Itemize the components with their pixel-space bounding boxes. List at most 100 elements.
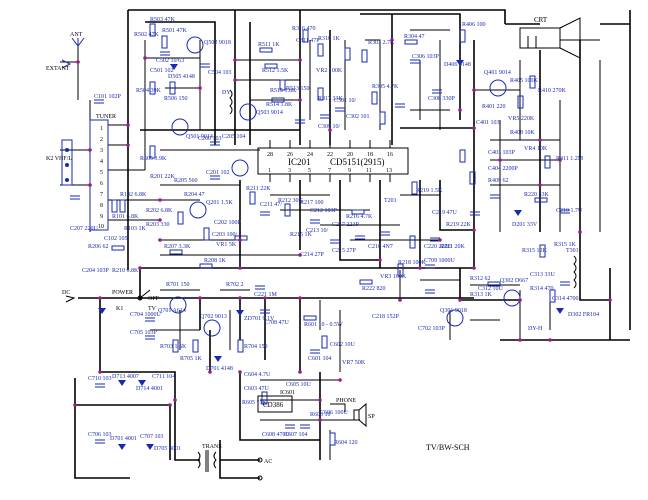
pin-label: 18 <box>367 152 373 158</box>
component-label: T301 <box>566 248 579 254</box>
component-label: D713 4007 <box>112 374 139 380</box>
component-label: R503 47K <box>150 17 176 23</box>
tuner-pin-label: 10 <box>98 224 104 230</box>
component-label: R219 1.5K <box>416 188 443 194</box>
component-label: C308 330P <box>428 96 456 102</box>
phone-label: PHONE <box>336 398 356 404</box>
pin-label: 11 <box>366 168 372 174</box>
pin-label: 16 <box>387 152 393 158</box>
pin-label: 3 <box>288 168 291 174</box>
component-label: R210 6.8K <box>112 268 139 274</box>
component-label: VR7 50K <box>342 360 366 366</box>
component-label: D701 4001 <box>110 436 137 442</box>
component-label: Q401 9014 <box>484 70 511 76</box>
ac-terminal-1 <box>257 457 263 463</box>
q701-icon <box>169 296 187 314</box>
component-label: R513 150 <box>286 86 310 92</box>
component-label: T201 <box>384 198 397 204</box>
component-label: Q502 9018 <box>204 40 231 46</box>
component-label: R314 470 <box>530 286 554 292</box>
component-label: R316 470 <box>292 26 316 32</box>
component-label: C705 103P <box>130 330 158 336</box>
component-label: Q302 D667 <box>500 278 528 284</box>
component-label: R310 1K <box>318 36 341 42</box>
pin-label: 24 <box>307 152 313 158</box>
component-label: C711 104 <box>152 374 175 380</box>
component-label: R303 2.7K <box>368 40 395 46</box>
component-label: VR5 220K <box>508 116 535 122</box>
component-label: R703 1.5K <box>160 344 187 350</box>
component-label: C205 104 <box>222 134 246 140</box>
component-label: R411 1.2M <box>556 156 584 162</box>
component-label: C221 1M <box>254 292 278 298</box>
component-label: C708 47U <box>264 320 290 326</box>
component-label: R101 6.8K <box>112 214 139 220</box>
component-label: C502 10/63 <box>156 58 184 64</box>
component-label: C220 220U <box>424 244 453 250</box>
component-label: R220 33K <box>524 192 550 198</box>
component-label: Q501 9014 <box>186 134 213 140</box>
component-label: VR1 5K <box>216 242 237 248</box>
tuner-pin-label: 1 <box>100 126 103 132</box>
component-label: R219 22K <box>446 222 472 228</box>
tuner-pin-label: 6 <box>100 181 103 187</box>
pin-label: 9 <box>348 168 351 174</box>
component-label: R204 47 <box>184 192 205 198</box>
component-label: R406 100 <box>462 22 486 28</box>
dc-label: DC <box>62 290 70 296</box>
component-label: C603 47U <box>244 386 270 392</box>
vhf-label: K2 VHF/L <box>46 156 72 162</box>
component-label: R601 10 - 0.5W <box>304 322 343 328</box>
component-label: C606 100U <box>320 410 349 416</box>
component-label: R222 820 <box>362 286 386 292</box>
component-label: C217 223P <box>332 222 360 228</box>
component-label: R201 22K <box>150 174 176 180</box>
component-label: R217 100 <box>300 200 324 206</box>
tuner-pin-label: 3 <box>100 148 103 154</box>
component-label: DY <box>222 90 231 96</box>
pin-label: 5 <box>308 168 311 174</box>
component-label: C102 105 <box>104 236 128 242</box>
component-label: C219 47U <box>432 210 458 216</box>
component-label: C207 220U <box>70 226 99 232</box>
component-label: C601 104 <box>308 356 332 362</box>
q501-icon <box>171 118 189 136</box>
component-label: R211 22K <box>246 186 271 192</box>
transistors <box>169 36 521 337</box>
tuner-pin-label: 8 <box>100 203 103 209</box>
component-label: C605 10U <box>286 382 312 388</box>
tuner-pin-label: 2 <box>100 137 103 143</box>
component-label: VR2 100K <box>316 68 343 74</box>
component-label: R206 62 <box>88 244 109 250</box>
antenna-icon <box>71 37 85 47</box>
component-label: Q503 9014 <box>256 110 283 116</box>
component-label: C608 470U <box>262 432 291 438</box>
component-label: C200 103 <box>198 136 222 142</box>
q502-icon <box>186 36 204 54</box>
pin-label: 22 <box>327 152 333 158</box>
component-label: R304 47 <box>404 34 425 40</box>
component-label: C710 103 <box>88 376 112 382</box>
component-label: R317 33K <box>318 96 344 102</box>
speaker-label: SP <box>368 414 375 420</box>
q702-icon <box>203 319 221 337</box>
component-label: C204 103P <box>82 268 110 274</box>
component-label: R410 270K <box>538 88 567 94</box>
component-label: R506 150 <box>164 96 188 102</box>
component-label: C602 10U <box>330 342 356 348</box>
component-label: C203 100/ <box>212 232 238 238</box>
q301-icon <box>446 309 464 327</box>
component-label: D406 4148 <box>444 62 471 68</box>
component-label: C311 47P <box>296 38 320 44</box>
component-label: C309 10/ <box>318 124 341 130</box>
diodes <box>98 60 564 450</box>
component-label: R501 47K <box>162 28 188 34</box>
component-label: Q301 9018 <box>440 308 467 314</box>
component-label: R514 1.8K <box>266 102 293 108</box>
component-label: R212 30K <box>278 198 304 204</box>
component-label: R313 1K <box>470 292 493 298</box>
component-label: C215 27P <box>332 248 357 254</box>
component-label: Q702 9013 <box>200 314 227 320</box>
trans-label: TRANS <box>202 444 222 450</box>
tuner-pin-label: 7 <box>100 192 103 198</box>
